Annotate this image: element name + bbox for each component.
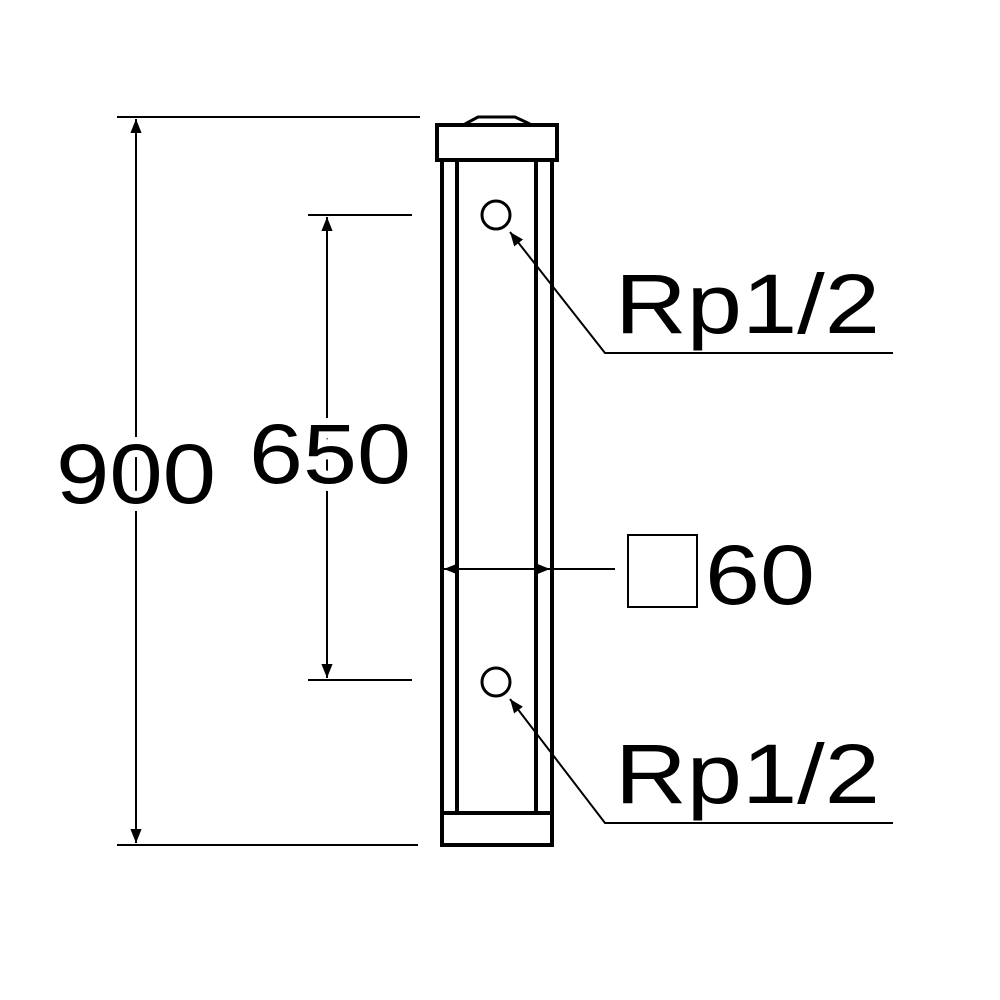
top-port-label: Rp1/2 bbox=[615, 257, 880, 351]
dimension-60 bbox=[444, 534, 698, 608]
dimension-650 bbox=[308, 214, 412, 681]
square-section-icon bbox=[627, 534, 698, 608]
top-port-hole bbox=[480, 199, 512, 231]
bottom-port-hole bbox=[480, 666, 512, 698]
dimension-900 bbox=[117, 116, 420, 846]
bottom-cap bbox=[440, 811, 554, 847]
top-port-leader bbox=[509, 231, 893, 354]
top-cap-dome bbox=[464, 115, 531, 126]
dimension-650-label: 650 bbox=[249, 407, 411, 501]
top-cap bbox=[435, 123, 559, 162]
dimension-60-label: 60 bbox=[705, 528, 815, 622]
post-body bbox=[435, 115, 559, 847]
bottom-port-label: Rp1/2 bbox=[615, 727, 880, 821]
dimension-900-label: 900 bbox=[56, 427, 216, 521]
bottom-port-leader bbox=[509, 698, 893, 824]
